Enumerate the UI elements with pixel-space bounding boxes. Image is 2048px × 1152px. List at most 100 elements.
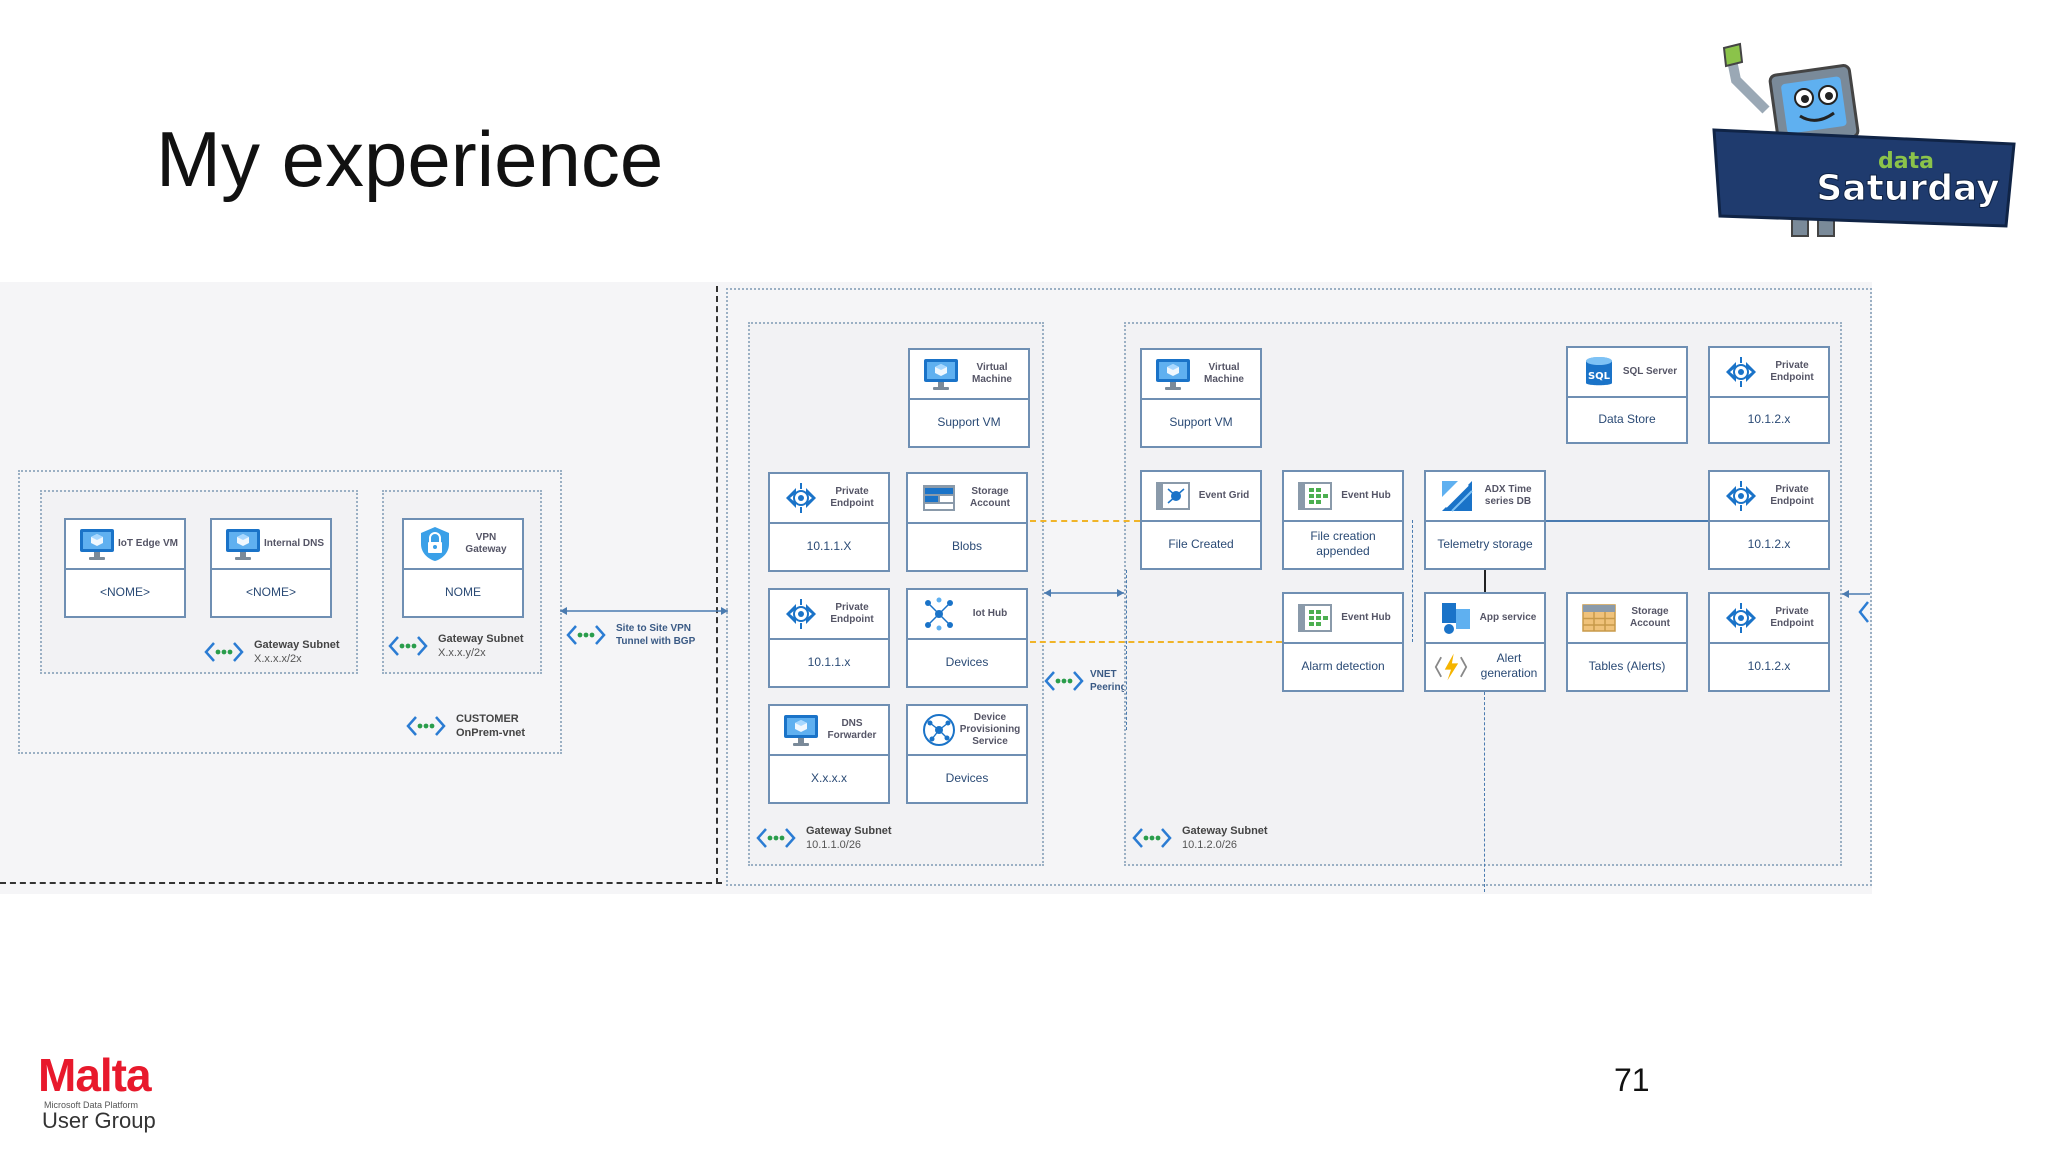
card-hub-iot-hub[interactable]: Iot Hub Devices (906, 588, 1028, 688)
vm-icon (782, 711, 820, 749)
flow-line-vertical-egrid (1126, 570, 1127, 730)
card-hub-dns-forwarder[interactable]: DNS Forwarder X.x.x.x (768, 704, 890, 804)
card-value: 10.1.1.X (806, 538, 852, 553)
card-title: Event Grid (1198, 490, 1250, 501)
card-title: ADX Time series DB (1484, 484, 1532, 507)
event-grid-icon (1154, 477, 1192, 515)
vnet-icon (388, 634, 428, 658)
card-adx[interactable]: ADX Time series DB Telemetry storage (1424, 470, 1546, 570)
subnet-range: 10.1.2.0/26 (1182, 839, 1238, 851)
flow-line-vertical-left (1412, 520, 1413, 642)
card-value: NOME (445, 584, 481, 599)
card-value: Data Store (1598, 411, 1656, 426)
card-value: 10.1.2.x (1747, 658, 1791, 673)
vnet-icon (1044, 669, 1084, 693)
vnet-icon (1132, 826, 1172, 850)
card-title: Private Endpoint (1770, 360, 1814, 383)
card-title: App service (1479, 612, 1537, 623)
card-title: Event Hub (1341, 612, 1391, 623)
subnet-name: Gateway Subnet (438, 633, 524, 645)
card-title: DNS Forwarder (827, 718, 877, 741)
flow-line-vertical-alert (1484, 692, 1485, 892)
card-title: Private Endpoint (1770, 484, 1814, 507)
data-saturday-logo: data Saturday (1712, 42, 2016, 237)
card-title: Iot Hub (972, 608, 1008, 619)
vnet-icon (204, 640, 244, 664)
card-hub-dps[interactable]: Device Provisioning Service Devices (906, 704, 1028, 804)
customer-boundary-line (0, 882, 722, 884)
card-value: <NOME> (245, 584, 296, 599)
card-title: SQL Server (1622, 366, 1678, 377)
vnet-icon (406, 714, 446, 738)
card-title: Private Endpoint (830, 486, 874, 509)
flow-line-telemetry (1546, 520, 1708, 522)
vm-icon (1154, 355, 1192, 393)
card-title: Internal DNS (263, 538, 324, 549)
card-value: X.x.x.x (810, 770, 847, 785)
customer-boundary-vertical (716, 286, 718, 884)
card-hub-private-endpoint-2[interactable]: Private Endpoint 10.1.1.x (768, 588, 890, 688)
subnet-range: 10.1.1.0/26 (806, 839, 862, 851)
org-logo-name: Malta (38, 1049, 152, 1101)
card-table-storage[interactable]: Storage Account Tables (Alerts) (1566, 592, 1688, 692)
private-endpoint-icon (782, 595, 820, 633)
vnet-range: OnPrem-vnet (456, 727, 526, 739)
vpn-connector (560, 607, 728, 615)
card-value: 10.1.1.x (807, 654, 851, 669)
card-value: Alarm detection (1301, 658, 1385, 673)
vpn-gateway-icon (416, 525, 454, 563)
card-value: 10.1.2.x (1747, 536, 1791, 551)
card-title: Private Endpoint (830, 602, 874, 625)
card-spoke-private-endpoint-3[interactable]: Private Endpoint 10.1.2.x (1708, 592, 1830, 692)
card-vpn-gateway[interactable]: VPN Gateway NOME (402, 518, 524, 618)
vnet-name: CUSTOMER (456, 713, 519, 725)
flow-line-vertical-telemetry (1484, 570, 1486, 594)
private-endpoint-icon (1722, 477, 1760, 515)
card-event-hub-file[interactable]: Event Hub File creation appended (1282, 470, 1404, 570)
card-title: Storage Account (1630, 606, 1670, 629)
card-hub-support-vm[interactable]: Virtual Machine Support VM (908, 348, 1030, 448)
subnet-name: Gateway Subnet (254, 639, 340, 651)
table-storage-icon (1580, 599, 1618, 637)
card-spoke-private-endpoint-1[interactable]: Private Endpoint 10.1.2.x (1708, 346, 1830, 444)
card-title: IoT Edge VM (118, 538, 178, 549)
card-title: Event Hub (1341, 490, 1391, 501)
malta-user-group-logo: Malta Microsoft Data Platform User Group (38, 1052, 198, 1132)
dps-icon (920, 711, 958, 749)
card-hub-storage-blobs[interactable]: Storage Account Blobs (906, 472, 1028, 572)
card-value: <NOME> (99, 584, 150, 599)
event-logo-text-main: Saturday (1816, 168, 1999, 209)
azure-boundary (726, 288, 1872, 886)
flow-line-iothub (1030, 641, 1282, 643)
vm-icon (922, 355, 960, 393)
card-value: Alert generation (1480, 651, 1538, 680)
card-hub-private-endpoint-1[interactable]: Private Endpoint 10.1.1.X (768, 472, 890, 572)
card-app-service[interactable]: App service Alert generation (1424, 592, 1546, 692)
card-event-hub-alarm[interactable]: Event Hub Alarm detection (1282, 592, 1404, 692)
card-spoke-private-endpoint-2[interactable]: Private Endpoint 10.1.2.x (1708, 470, 1830, 570)
card-internal-dns[interactable]: Internal DNS <NOME> (210, 518, 332, 618)
onprem-vnet-label: CUSTOMER OnPrem-vnet (406, 712, 525, 740)
card-iot-edge-vm[interactable]: IoT Edge VM <NOME> (64, 518, 186, 618)
card-event-grid[interactable]: Event Grid File Created (1140, 470, 1262, 570)
flow-line-blobs (1030, 520, 1140, 522)
event-hub-icon (1296, 599, 1334, 637)
peering-label: VNET Peering (1044, 668, 1127, 694)
card-title: Virtual Machine (971, 362, 1012, 385)
card-value: Devices (945, 770, 989, 785)
event-logo-text-top: data (1878, 149, 1934, 174)
peering-line1: VNET (1090, 669, 1117, 680)
subnet-range: X.x.x.y/2x (438, 647, 486, 659)
peering-line2: Peering (1090, 682, 1127, 693)
card-title: Storage Account (970, 486, 1010, 509)
card-spoke-support-vm[interactable]: Virtual Machine Support VM (1140, 348, 1262, 448)
card-value: Support VM (1169, 414, 1233, 429)
card-title: Device Provisioning Service (959, 712, 1021, 747)
subnet-range: X.x.x.x/2x (254, 653, 302, 665)
card-title: Private Endpoint (1770, 606, 1814, 629)
iot-hub-icon (920, 595, 958, 633)
card-sql-server[interactable]: SQL Server Data Store (1566, 346, 1688, 444)
vm-icon (224, 525, 262, 563)
